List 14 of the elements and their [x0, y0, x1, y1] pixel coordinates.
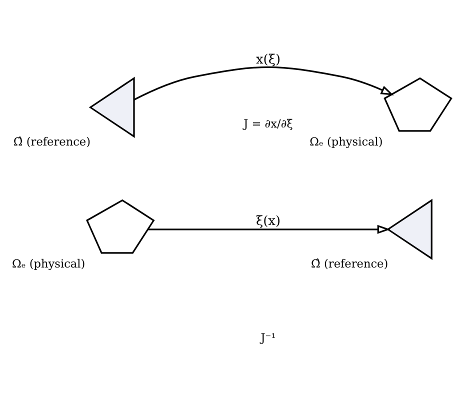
- edge-label: x(ξ): [256, 52, 280, 68]
- node-label: Ωₑ (physical): [12, 258, 86, 271]
- arrow: [148, 224, 390, 234]
- label: J = ∂x/∂ξ: [244, 117, 293, 130]
- node-sector: [384, 77, 452, 132]
- node-triangle: [386, 198, 432, 260]
- edge-label: ξ(x): [256, 214, 280, 230]
- node-label: Ωₑ (physical): [310, 136, 383, 149]
- arrow: [134, 66, 394, 100]
- node-label: Ω̂ (reference): [13, 136, 91, 149]
- node-sector: [86, 199, 155, 254]
- node-triangle: [88, 76, 135, 138]
- label: J⁻¹: [260, 331, 276, 344]
- node-label: Ω̂ (reference): [311, 258, 388, 271]
